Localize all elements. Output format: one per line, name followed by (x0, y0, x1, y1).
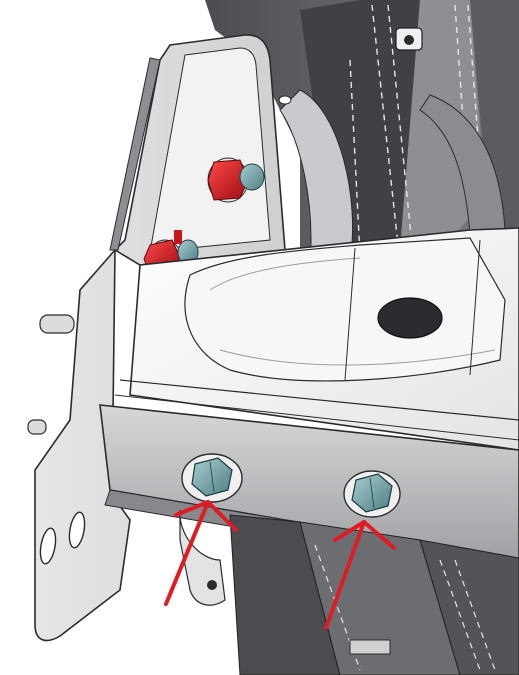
bolt-icon (181, 453, 243, 503)
crossmember-beam (99, 227, 519, 576)
bolt-icon (343, 470, 401, 518)
arrow-icon (164, 500, 238, 606)
arrow-icon (324, 520, 396, 630)
lower-frame (179, 509, 519, 675)
red-nut-upper (207, 157, 265, 203)
